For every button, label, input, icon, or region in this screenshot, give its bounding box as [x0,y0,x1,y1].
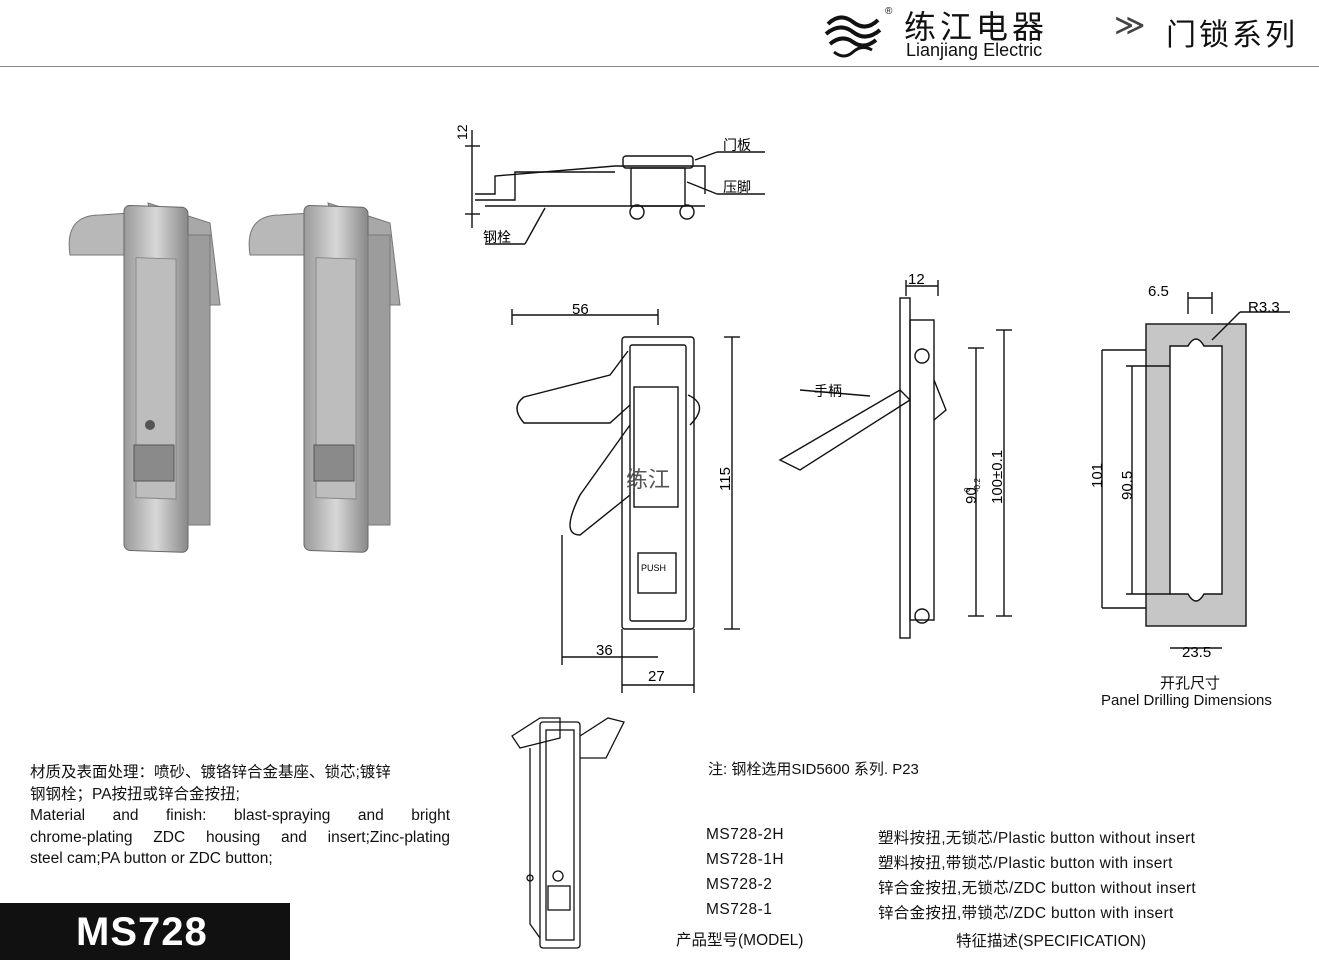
dim-6-5: 6.5 [1148,283,1169,300]
model-code: MS728-1 [706,901,773,918]
label-handle: 手柄 [814,384,842,400]
series-title: 门锁系列 [1166,18,1298,53]
panel-drilling-view: 6.5 R3.3 101 90.5 23.5 [1090,283,1290,660]
material-en-line3: steel cam;PA button or ZDC button; [30,850,273,867]
header-divider [0,66,1319,67]
model-spec: 塑料按扭,带锁芯/Plastic button with insert [878,855,1173,872]
model-spec: 锌合金按扭,带锁芯/ZDC button with insert [878,905,1174,922]
dim-radius: R3.3 [1248,299,1280,316]
model-name: MS728 [76,910,208,954]
model-spec: 锌合金按扭,无锁芯/ZDC button without insert [878,880,1196,897]
brand-logo-icon [824,15,882,58]
watermark: 练江 [626,468,670,493]
header-spec: 特征描述(SPECIFICATION) [956,933,1147,950]
registered-mark: ® [885,6,893,17]
material-description: 材质及表面处理：喷砂、镀铬锌合金基座、锁芯;镀锌 钢钢栓；PA按扭或锌合金按扭;… [30,762,450,870]
product-photo-right [248,202,401,553]
header-model: 产品型号(MODEL) [676,932,804,949]
chevron-right-icon: ≫ [1114,9,1146,42]
side-view: 12 手柄 90 0 -0.2 100±0.1 [778,271,1012,639]
front-view: 56 115 36 27 练江 PUSH [511,301,740,693]
model-spec: 塑料按扭,无锁芯/Plastic button without insert [878,830,1196,847]
dim-width-27: 27 [648,668,665,685]
dim-width-56: 56 [572,301,589,318]
label-door-panel: 门板 [723,138,751,154]
panel-caption-cn: 开孔尺寸 [1160,674,1221,692]
material-en-line1: Material and finish: blast-spraying and … [30,807,450,824]
dim-height-115: 115 [717,467,734,491]
model-code: MS728-1H [706,851,785,868]
dim-90-5: 90.5 [1119,471,1136,500]
dim-top-12: 12 [455,124,470,140]
small-product-view [511,717,625,949]
dim-90-tol-dn: -0.2 [973,478,982,492]
dim-100: 100±0.1 [989,450,1006,504]
label-steel-bolt: 钢栓 [483,230,511,246]
brand-name-en: Lianjiang Electric [906,40,1043,60]
material-cn-line2: 钢钢栓；PA按扭或锌合金按扭; [30,785,240,803]
material-en-line2: chrome-plating ZDC housing and insert;Zi… [30,828,450,846]
material-cn-line1: 材质及表面处理：喷砂、镀铬锌合金基座、锁芯;镀锌 [30,764,391,781]
bolt-note: 注: 钢栓选用SID5600 系列. P23 [708,761,919,778]
model-banner [0,903,290,960]
dim-90-tol-up: 0 [963,487,972,492]
dim-101: 101 [1090,463,1106,488]
model-code: MS728-2 [706,876,773,893]
panel-caption-en: Panel Drilling Dimensions [1101,692,1272,709]
push-button-label: PUSH [641,563,666,573]
brand-name-cn: 练江电器 [904,8,1049,46]
model-code: MS728-2H [706,826,785,843]
product-photo-left [68,202,221,553]
top-section-view: 12 门板 压脚 钢栓 [455,124,765,246]
label-press-foot: 压脚 [723,180,751,196]
dim-depth-12: 12 [908,271,925,288]
dim-90: 90 [963,487,980,504]
dim-offset-36: 36 [596,642,613,659]
dim-23-5: 23.5 [1182,644,1211,660]
